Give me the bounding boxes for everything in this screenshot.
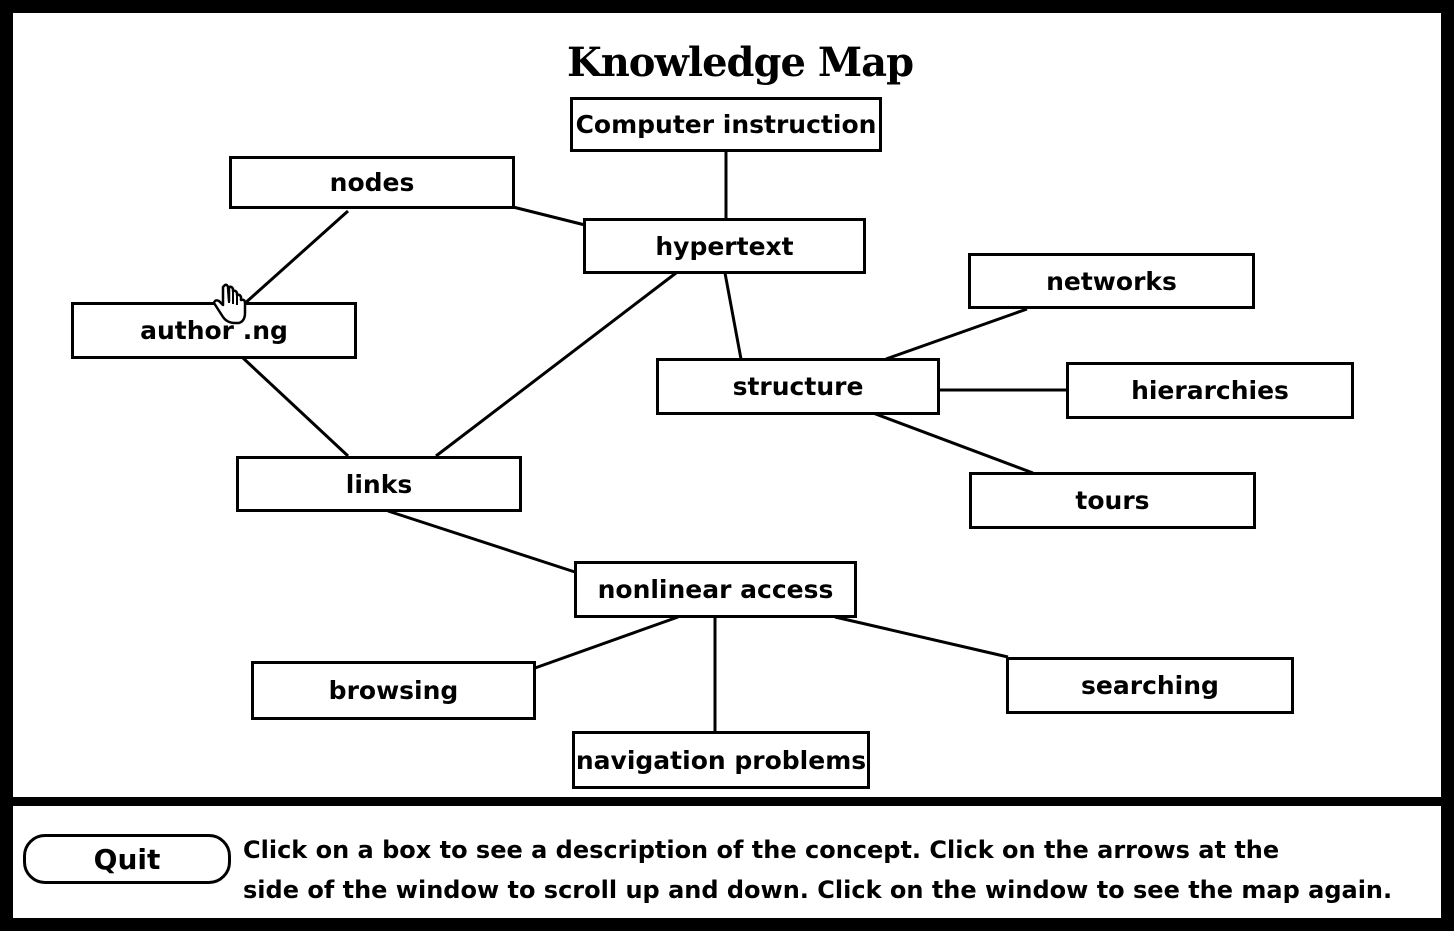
connector-lines	[241, 151, 1066, 733]
instructions-text: Click on a box to see a description of t…	[243, 830, 1438, 910]
node-structure[interactable]: structure	[656, 358, 940, 415]
edge-nodes-hypertext	[512, 205, 586, 227]
edge-hypertext-links	[435, 271, 677, 458]
edge-structure-networks	[885, 307, 1028, 361]
node-networks[interactable]: networks	[968, 253, 1255, 309]
edge-nodes-authoring	[241, 209, 350, 307]
edge-nonlinear-access-browsing	[534, 615, 679, 670]
edge-authoring-links	[241, 356, 350, 458]
node-computer-instruction[interactable]: Computer instruction	[570, 97, 882, 152]
node-hierarchies[interactable]: hierarchies	[1066, 362, 1354, 419]
quit-button[interactable]: Quit	[23, 834, 231, 884]
node-authoring[interactable]: author .ng	[71, 302, 357, 359]
edge-hypertext-structure	[723, 272, 743, 360]
node-tours[interactable]: tours	[969, 472, 1256, 529]
node-nodes[interactable]: nodes	[229, 156, 515, 209]
edge-structure-tours	[872, 411, 1034, 475]
edge-links-nonlinear-access	[387, 509, 579, 575]
node-navigation-problems[interactable]: navigation problems	[572, 731, 870, 789]
edge-nonlinear-access-searching	[834, 615, 1009, 659]
instruction-line-2: side of the window to scroll up and down…	[243, 876, 1393, 904]
hand-pointer-icon	[212, 283, 247, 325]
node-browsing[interactable]: browsing	[251, 661, 536, 720]
status-bar: Quit Click on a box to see a description…	[13, 812, 1441, 918]
node-hypertext[interactable]: hypertext	[583, 218, 866, 274]
status-bar-divider	[0, 797, 1454, 806]
node-searching[interactable]: searching	[1006, 657, 1294, 714]
node-nonlinear-access[interactable]: nonlinear access	[574, 561, 857, 618]
map-title: Knowledge Map	[566, 39, 914, 86]
instruction-line-1: Click on a box to see a description of t…	[243, 836, 1280, 864]
node-links[interactable]: links	[236, 456, 522, 512]
